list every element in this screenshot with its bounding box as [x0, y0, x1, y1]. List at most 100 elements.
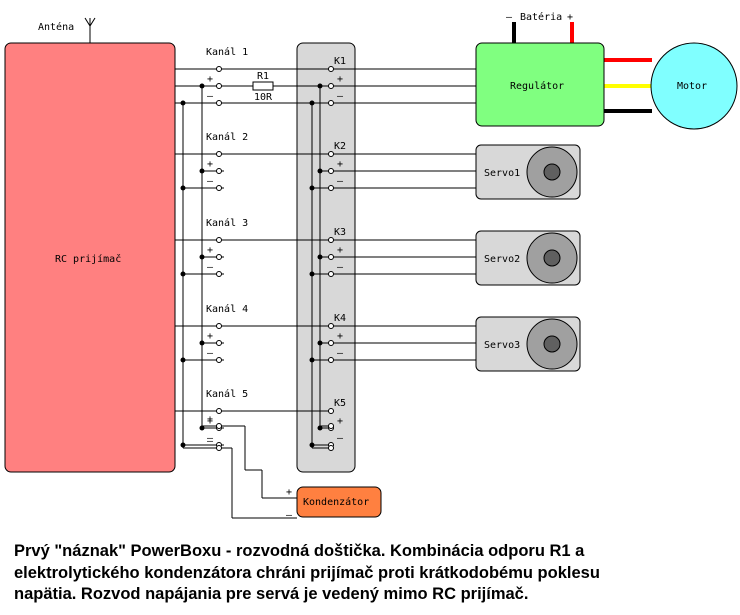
plus-sign: +	[337, 331, 343, 342]
minus-sign: –	[337, 91, 344, 102]
plus-sign: +	[337, 159, 343, 170]
capacitor-minus-sign: –	[286, 510, 293, 521]
resistor-name: R1	[257, 71, 269, 82]
junction-dot	[199, 254, 205, 260]
connector-label: K3	[334, 227, 346, 238]
connector-label: K2	[334, 141, 346, 152]
minus-sign: –	[207, 262, 214, 273]
channel-4: Kanál 4 K4 + + – –	[175, 303, 476, 363]
plus-sign: +	[207, 74, 213, 85]
connector-label: K5	[334, 398, 346, 409]
channel-label: Kanál 5	[206, 388, 248, 400]
battery-plus-sign: +	[567, 12, 573, 23]
plus-terminal	[216, 340, 222, 346]
servo-hub-icon	[543, 335, 561, 353]
regulator-label: Regulátor	[510, 80, 564, 92]
plus-terminal	[328, 254, 334, 260]
connector-label: K1	[334, 56, 346, 67]
regulator-block	[475, 42, 605, 127]
signal-terminal	[328, 237, 334, 243]
signal-terminal	[216, 66, 222, 72]
junction-dot	[199, 168, 205, 174]
minus-sign: –	[337, 262, 344, 273]
minus-sign: –	[337, 348, 344, 359]
plus-terminal	[328, 423, 334, 429]
minus-terminal	[328, 271, 334, 277]
junction-dot	[180, 100, 186, 106]
motor-label: Motor	[677, 81, 707, 92]
antenna-icon	[84, 17, 96, 43]
resistor-value: 10R	[254, 92, 273, 103]
signal-terminal	[328, 408, 334, 414]
signal-terminal	[328, 323, 334, 329]
plus-terminal	[328, 168, 334, 174]
minus-sign: –	[207, 348, 214, 359]
plus-terminal	[328, 83, 334, 89]
junction-dot	[180, 185, 186, 191]
servo-3: Servo3	[475, 316, 581, 372]
channel-3: Kanál 3 K3 + + – –	[175, 217, 476, 277]
junction-dot	[180, 271, 186, 277]
junction-dot	[317, 254, 323, 260]
battery-label: Batéria	[520, 11, 562, 23]
plus-terminal	[216, 83, 222, 89]
plus-sign: +	[207, 245, 213, 256]
servo-label: Servo2	[484, 254, 520, 265]
minus-terminal	[216, 185, 222, 191]
minus-terminal	[328, 445, 334, 451]
minus-terminal	[216, 100, 222, 106]
plus-sign: +	[207, 414, 213, 425]
connector-label: K4	[334, 313, 346, 324]
junction-dot	[317, 340, 323, 346]
minus-terminal	[328, 357, 334, 363]
signal-terminal	[216, 408, 222, 414]
battery-minus-sign: –	[506, 12, 513, 23]
plus-terminal	[216, 423, 222, 429]
plus-sign: +	[207, 416, 213, 427]
channel-2: Kanál 2K2++––	[175, 131, 476, 191]
signal-terminal	[216, 323, 222, 329]
channel-label: Kanál 3	[206, 217, 248, 229]
capacitor-block	[296, 486, 382, 518]
plus-sign: +	[207, 159, 213, 170]
signal-terminal	[216, 237, 222, 243]
minus-terminal	[328, 100, 334, 106]
signal-terminal	[328, 151, 334, 157]
channel-1: Kanál 1K1++––	[175, 46, 476, 106]
minus-sign: –	[207, 91, 214, 102]
wiring-diagram: Anténa RC prijímač Kanál 1K1++––Kanál 2K…	[4, 11, 738, 521]
plus-sign: +	[337, 245, 343, 256]
servo-hub-icon	[543, 163, 561, 181]
minus-sign: –	[207, 436, 214, 447]
plus-sign: +	[207, 331, 213, 342]
resistor-r1	[252, 81, 274, 91]
minus-sign: –	[337, 433, 344, 444]
junction-dot	[199, 340, 205, 346]
junction-dot	[317, 168, 323, 174]
junction-dot	[180, 442, 186, 448]
channel-label: Kanál 1	[206, 46, 248, 58]
signal-terminal	[216, 151, 222, 157]
plus-terminal	[328, 340, 334, 346]
minus-terminal	[216, 357, 222, 363]
plus-sign: +	[337, 416, 343, 427]
motor-icon	[650, 42, 738, 130]
junction-dot	[309, 100, 315, 106]
junction-dot	[199, 83, 205, 89]
junction-dot	[309, 442, 315, 448]
minus-sign: –	[207, 176, 214, 187]
antenna-label: Anténa	[38, 21, 74, 33]
minus-sign: –	[337, 176, 344, 187]
servo-1: Servo1	[475, 144, 581, 200]
capacitor-plus-sign: +	[286, 487, 292, 498]
channel-label: Kanál 4	[206, 303, 248, 315]
junction-dot	[309, 271, 315, 277]
junction-dot	[309, 185, 315, 191]
signal-terminal	[328, 66, 334, 72]
junction-dot	[180, 357, 186, 363]
capacitor-label: Kondenzátor	[303, 496, 369, 508]
servo-label: Servo3	[484, 340, 520, 351]
rc-receiver-label: RC prijímač	[55, 253, 121, 265]
junction-dot	[309, 357, 315, 363]
